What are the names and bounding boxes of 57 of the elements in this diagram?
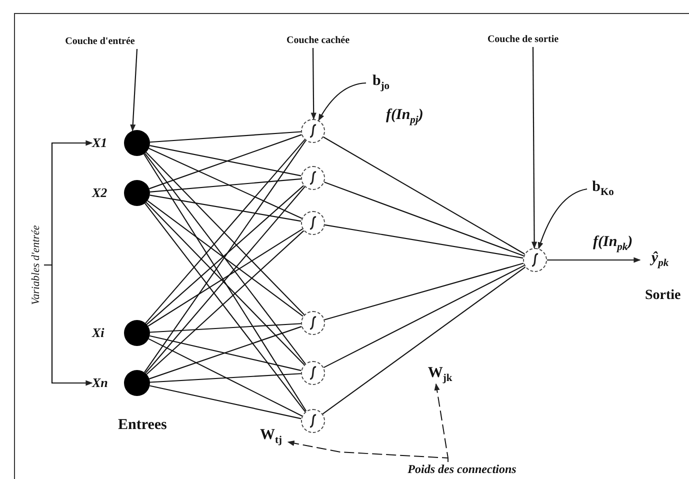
output-symbol: ŷ$_{pk}$ — [640, 247, 680, 273]
connection-line — [150, 178, 302, 192]
variable-label: Xn — [92, 375, 108, 391]
layer-heading: Couche de sortie — [468, 33, 578, 47]
bias-label: b$_{jo}$ — [366, 74, 396, 92]
neuron-circle — [301, 119, 325, 143]
layer-caption: Entrees — [118, 418, 167, 433]
variable-label: X2 — [92, 185, 108, 201]
arrow — [44, 264, 93, 386]
neuron-circle — [301, 361, 325, 385]
connection-line — [148, 148, 302, 219]
connection-line — [323, 264, 525, 368]
weight-label: W$_{jk}$ — [422, 366, 458, 384]
connection-line — [322, 266, 526, 414]
layer-caption: Sortie — [645, 289, 681, 303]
arrow — [434, 383, 448, 462]
connection-line — [150, 373, 302, 383]
arrow — [532, 47, 538, 249]
variable-label: Xi — [92, 325, 104, 341]
arrow — [310, 48, 316, 120]
connection-line — [149, 326, 302, 380]
variable-label: X1 — [92, 135, 108, 151]
arrow — [547, 257, 641, 263]
weights-caption: Poids des connections — [392, 462, 532, 476]
connection-line — [148, 228, 303, 327]
connection-line — [150, 194, 302, 222]
connection-line — [323, 136, 525, 254]
neuron-circle — [301, 166, 325, 190]
connection-line — [146, 230, 304, 375]
connection-line — [150, 385, 302, 420]
neuron-circle — [301, 409, 325, 433]
bias-label: b$_{Ko}$ — [587, 180, 619, 198]
arrow — [318, 82, 366, 122]
connection-line — [148, 338, 302, 416]
connection-line — [324, 182, 524, 256]
arrow — [130, 48, 138, 132]
connection-line — [324, 224, 524, 259]
activation-label: f(In$_{pk}$) — [593, 235, 633, 254]
connection-line — [150, 335, 302, 372]
neuron-circle — [301, 311, 325, 335]
neuron-circle — [523, 248, 547, 272]
connection-line — [143, 154, 307, 412]
weight-label: W$_{tj}$ — [254, 428, 288, 446]
axis-caption: Variables d'entrée — [28, 188, 44, 342]
connection-line — [146, 185, 304, 325]
connection-line — [144, 202, 306, 412]
connection-line — [150, 145, 302, 176]
connection-line — [324, 262, 524, 320]
connection-line — [147, 200, 304, 317]
layer-heading: Couche cachée — [268, 34, 368, 48]
connection-line — [150, 131, 302, 143]
activation-label: f(In$_{pj}$) — [386, 108, 424, 126]
connection-line — [150, 323, 302, 333]
connection-line — [149, 134, 302, 190]
arrow — [538, 188, 588, 250]
layer-heading: Couche d'entrée — [50, 35, 150, 49]
neuron-circle — [301, 211, 325, 235]
